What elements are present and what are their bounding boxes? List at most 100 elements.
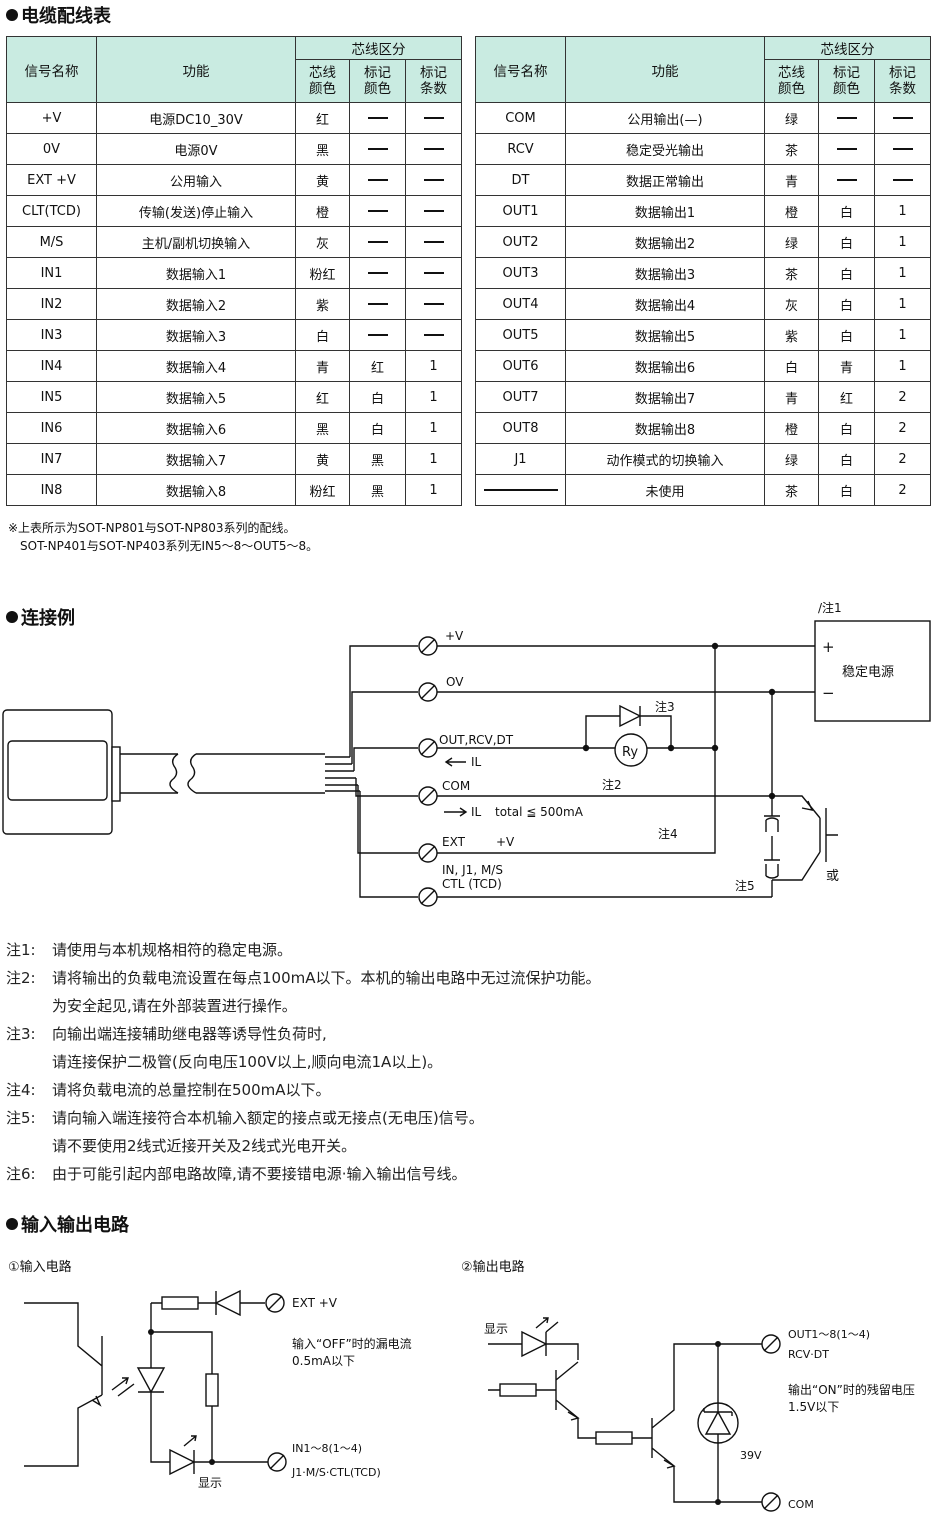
label-in-2: J1·M/S·CTL(TCD)	[291, 1466, 381, 1479]
cell-core-color: 青	[295, 350, 350, 382]
note-item: 注4: 请将负载电流的总量控制在500mA以下。	[6, 1076, 601, 1104]
dash-mark	[423, 334, 444, 336]
note-text: 由于可能引起内部电路故障,请不要接错电源·输入输出信号线。	[52, 1165, 467, 1183]
cell-mark-count: 1	[404, 443, 463, 475]
cell-mark-count	[404, 133, 463, 165]
cell-mark-count	[404, 288, 463, 320]
cell-function: 数据正常输出	[565, 164, 765, 196]
cell-mark-color: 黑	[349, 474, 406, 506]
label-out-1: OUT1～8(1～4)	[788, 1328, 870, 1341]
note-item: 注5: 请向输入端连接符合本机输入额定的接点或无接点(无电压)信号。	[6, 1104, 601, 1132]
cell-mark-color: 黑	[349, 443, 406, 475]
output-led-icon	[521, 1330, 548, 1358]
input-led-icon	[136, 1367, 166, 1394]
cell-core-color: 橙	[764, 412, 819, 444]
cell-signal: IN3	[6, 319, 97, 351]
note-label: 注4:	[6, 1081, 36, 1099]
label-note4: 注4	[658, 826, 678, 841]
cell-mark-color	[349, 133, 406, 165]
dash-mark	[367, 148, 388, 150]
cell-signal: CLT(TCD)	[6, 195, 97, 227]
connection-section-title: 连接例	[6, 604, 75, 630]
cell-mark-color: 红	[349, 350, 406, 382]
dash-mark	[423, 241, 444, 243]
table-footnote-1: ※上表所示为SOT-NP801与SOT-NP803系列的配线。	[8, 521, 296, 535]
il-arrow-left	[444, 757, 466, 767]
junction-dot	[715, 1341, 721, 1505]
cell-signal: IN2	[6, 288, 97, 320]
cell-signal: IN6	[6, 412, 97, 444]
label-vplus: +V	[445, 629, 464, 643]
transistor-icon	[772, 795, 838, 881]
input-phototransistor	[24, 1302, 103, 1467]
cell-mark-color: 白	[818, 226, 875, 258]
resistor-icon	[161, 1296, 199, 1310]
il-arrow-right	[444, 807, 468, 817]
cell-core-color: 绿	[764, 226, 819, 258]
label-com: COM	[442, 779, 470, 793]
label-or: 或	[826, 869, 839, 884]
note-text: 请连接保护二极管(反向电压100V以上,顺向电流1A以上)。	[52, 1053, 443, 1071]
cell-mark-count: 1	[404, 350, 463, 382]
label-total: total ≦ 500mA	[495, 805, 584, 819]
display-led-arrows	[183, 1435, 197, 1447]
diode-icon	[619, 704, 642, 728]
label-in-2: CTL (TCD)	[442, 877, 502, 891]
terminal-icon	[265, 1293, 287, 1472]
cell-core-color: 茶	[764, 133, 819, 165]
cell-core-color: 绿	[764, 443, 819, 475]
note-label: 注5:	[6, 1109, 36, 1127]
cell-core-color: 青	[764, 381, 819, 413]
header-mark-color: 标记颜色	[818, 59, 875, 103]
header-mark-color: 标记颜色	[349, 59, 406, 103]
junction-dot	[582, 642, 776, 800]
cell-mark-count: 1	[404, 412, 463, 444]
cell-function: 稳定受光输出	[565, 133, 765, 165]
wire-ext	[357, 785, 418, 854]
cell-mark-color	[349, 195, 406, 227]
transistor-arrow	[801, 800, 814, 811]
notes-list: 注1:请使用与本机规格相符的稳定电源。注2:请将输出的负载电流设置在每点100m…	[6, 936, 601, 1188]
resistor-icon	[205, 1373, 219, 1407]
cell-core-color: 茶	[764, 257, 819, 289]
cell-function: 数据输入1	[96, 257, 296, 289]
cell-signal: 0V	[6, 133, 97, 165]
cell-function: 数据输入6	[96, 412, 296, 444]
cell-mark-count	[404, 102, 463, 134]
note-item: 注1:请使用与本机规格相符的稳定电源。	[6, 936, 601, 964]
dash-mark	[367, 272, 388, 274]
cell-mark-color	[818, 102, 875, 134]
zener-diode-icon	[703, 1403, 733, 1443]
note-text: 请向输入端连接符合本机输入额定的接点或无接点(无电压)信号。	[52, 1109, 484, 1127]
label-resid-2: 1.5V以下	[788, 1400, 839, 1414]
note-label: 注3:	[6, 1025, 36, 1043]
label-0v: OV	[446, 675, 464, 689]
cell-mark-count: 2	[873, 443, 932, 475]
cell-function: 数据输入7	[96, 443, 296, 475]
cell-mark-count: 1	[873, 226, 932, 258]
cell-mark-color	[349, 164, 406, 196]
label-ext-v: +V	[496, 835, 515, 849]
header-mark-count: 标记条数	[873, 59, 932, 103]
label-zener: 39V	[740, 1449, 762, 1462]
label-leak-1: 输入“OFF”时的漏电流	[292, 1336, 412, 1351]
dash-mark	[423, 179, 444, 181]
input-circuit-title: ①输入电路	[8, 1259, 72, 1275]
output-wires	[488, 1343, 762, 1503]
note-item: 注2:请将输出的负载电流设置在每点100mA以下。本机的输出电路中无过流保护功能…	[6, 964, 601, 992]
terminal-icon	[418, 636, 438, 907]
unused-line-mark	[483, 489, 558, 491]
cell-function: 数据输出4	[565, 288, 765, 320]
note-text: 请将负载电流的总量控制在500mA以下。	[52, 1081, 331, 1099]
cell-mark-color: 白	[818, 474, 875, 506]
cell-mark-count: 1	[404, 474, 463, 506]
cell-mark-count	[404, 257, 463, 289]
